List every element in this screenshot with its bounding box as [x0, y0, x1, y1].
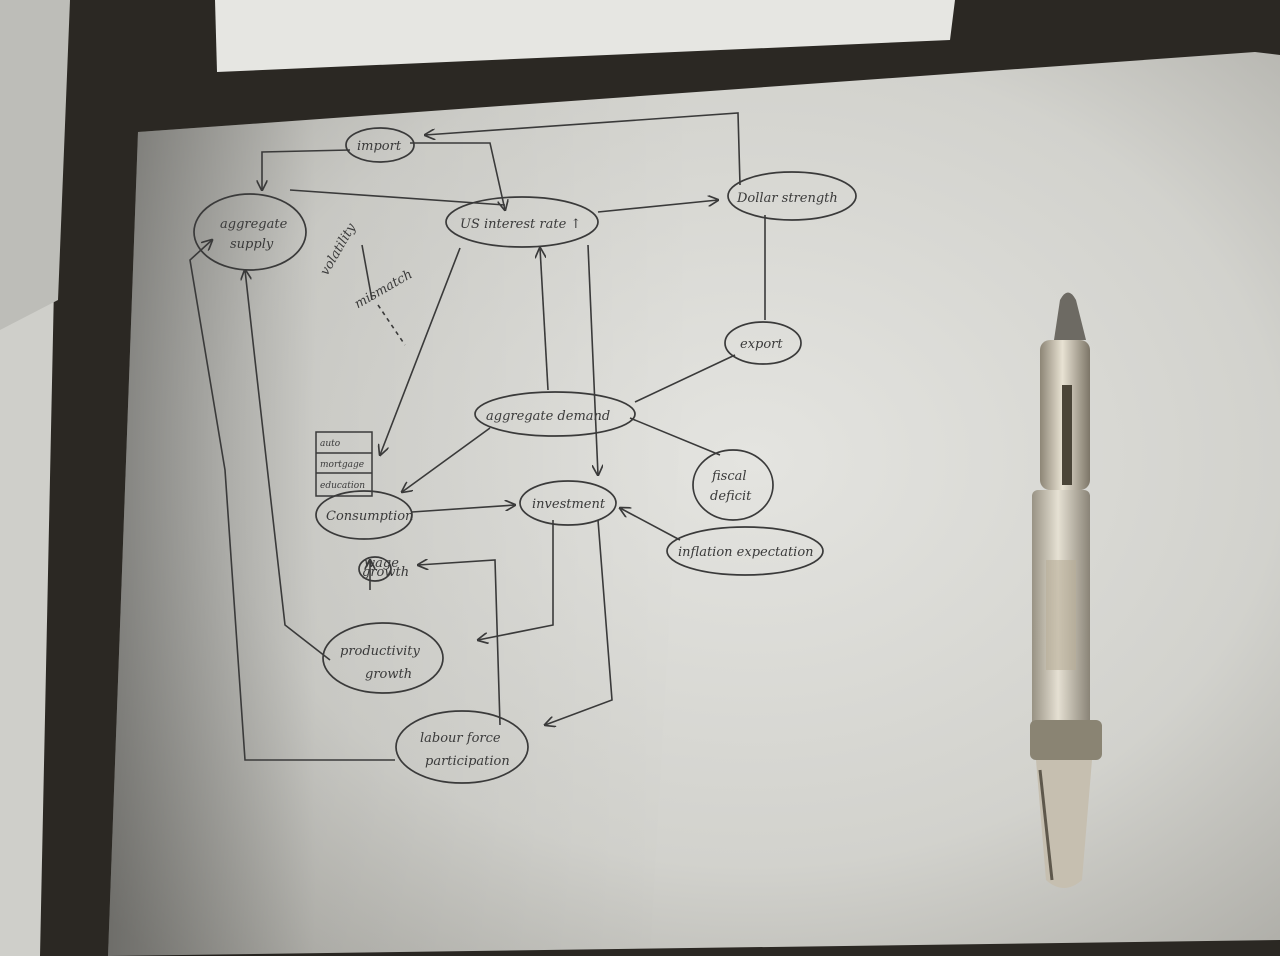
label-labour-2: participation [425, 754, 510, 769]
top-sheet [215, 0, 955, 72]
node-labour-force [395, 710, 529, 784]
label-aggregate-supply-1: aggregate [220, 217, 288, 232]
consumption-box [315, 431, 373, 497]
label-dollar-strength: Dollar strength [736, 191, 838, 206]
label-us-interest-rate: US interest rate ↑ [460, 217, 581, 232]
node-investment [519, 480, 617, 526]
node-consumption [315, 490, 413, 540]
label-investment: investment [532, 497, 606, 512]
shadow-overlay [108, 92, 700, 956]
node-dollar-strength [727, 171, 857, 221]
label-wage-2: growth [362, 565, 409, 580]
box-item-education: education [320, 481, 365, 491]
box-item-mortgage: mortgage [320, 460, 364, 470]
node-aggregate-demand [474, 391, 636, 437]
label-productivity-1: productivity [340, 644, 420, 659]
node-inflation-expectation [666, 526, 824, 576]
label-wage-1: wage [364, 556, 399, 571]
label-fiscal-2: deficit [710, 489, 752, 504]
label-consumption: Consumption [326, 509, 413, 524]
pen [1030, 292, 1102, 888]
label-labour-1: labour force [420, 731, 501, 746]
label-aggregate-supply-2: supply [230, 237, 274, 252]
node-export [724, 321, 802, 365]
node-wage-growth [358, 556, 392, 582]
label-export: export [740, 337, 783, 352]
node-aggregate-supply [193, 193, 307, 271]
label-aggregate-demand: aggregate demand [486, 409, 610, 424]
label-inflation-expectation: inflation expectation [678, 545, 814, 560]
label-fiscal-1: fiscal [711, 469, 747, 484]
label-productivity-2: growth [365, 667, 412, 682]
node-productivity-growth [322, 622, 444, 694]
node-us-interest-rate [445, 196, 599, 248]
box-item-auto: auto [320, 439, 341, 449]
label-import: import [357, 139, 402, 154]
node-import [345, 127, 415, 163]
diagram-nodes [193, 127, 857, 784]
left-sheet-edge [0, 0, 70, 330]
node-fiscal-deficit [692, 449, 774, 521]
diagram-edges [189, 112, 766, 761]
